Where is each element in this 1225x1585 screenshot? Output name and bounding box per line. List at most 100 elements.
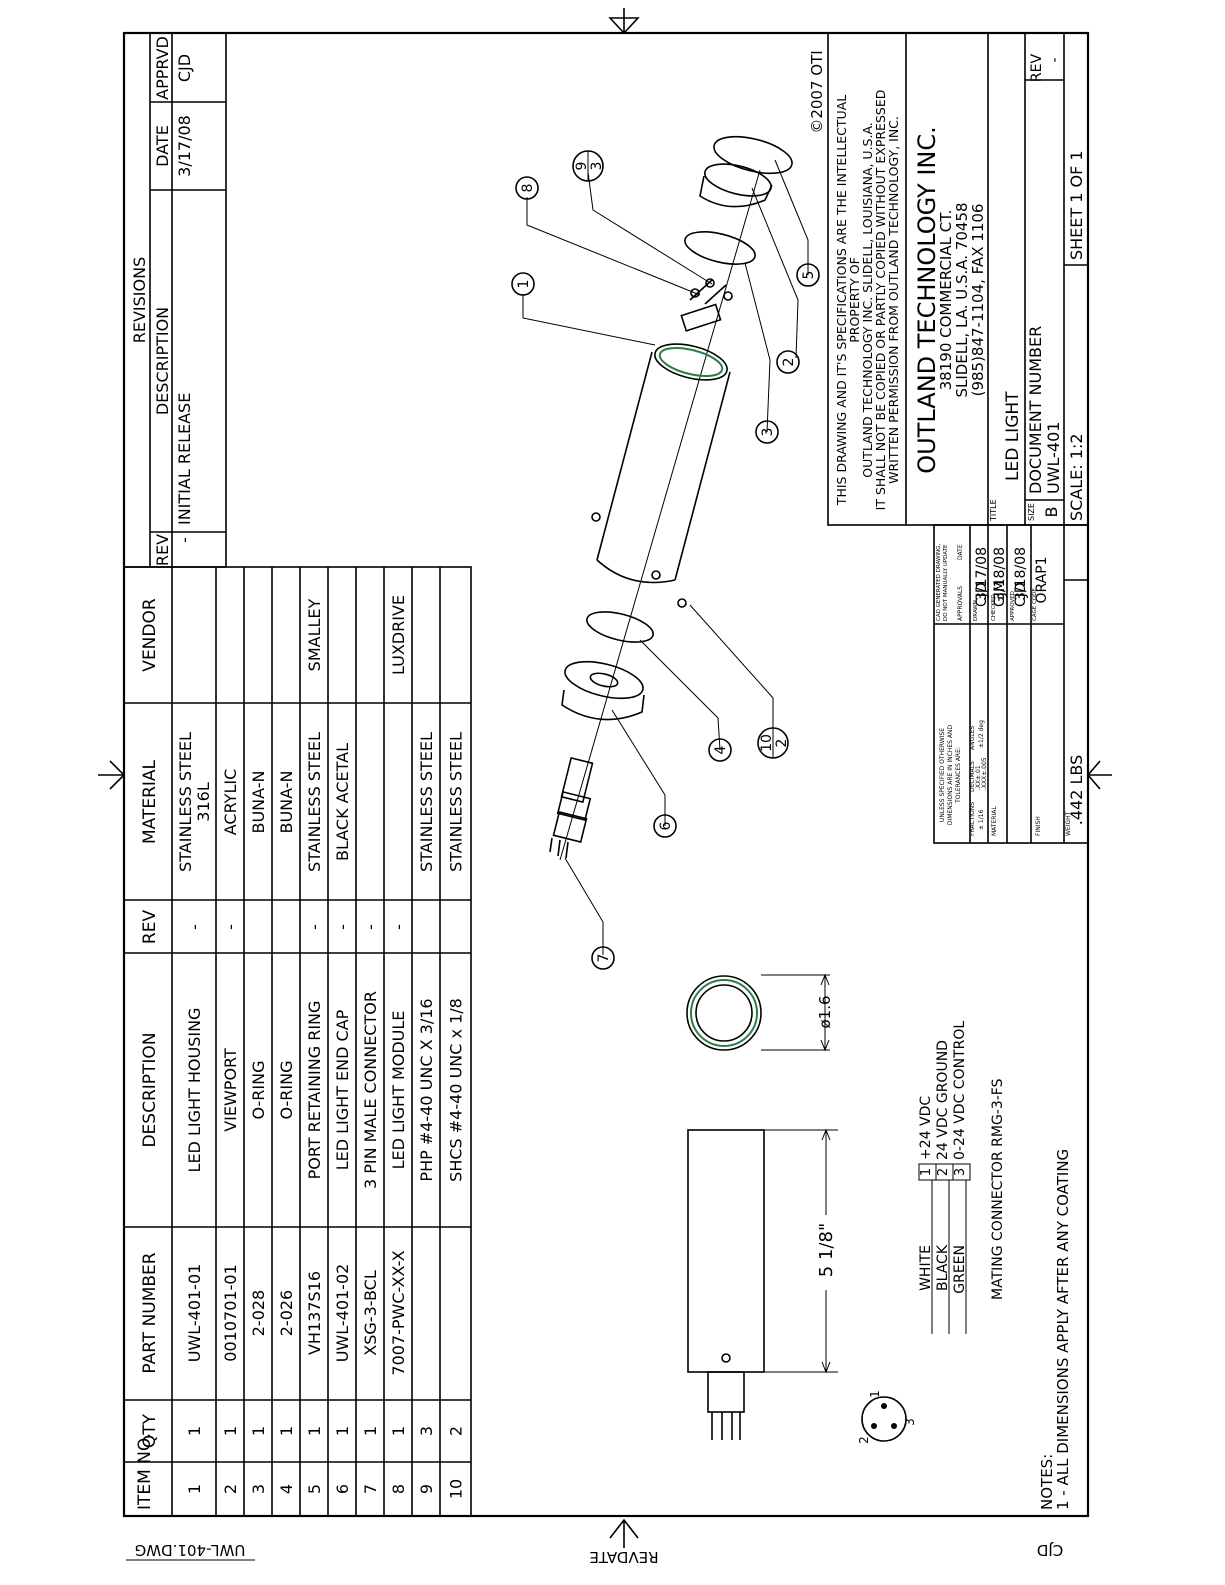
svg-text:MATERIAL: MATERIAL <box>991 806 998 836</box>
bom-table <box>123 566 472 1517</box>
mating-connector: MATING CONNECTOR RMG-3-FS <box>990 1078 1006 1300</box>
approved-by: CJD <box>1013 582 1029 607</box>
bom-qty: 3 <box>417 1426 436 1436</box>
balloon-qty: 2 <box>774 739 790 748</box>
bom-material: ACRYLIC <box>221 769 240 836</box>
item-balloon: 5 <box>796 263 820 287</box>
svg-text:±1/2 deg: ±1/2 deg <box>978 720 985 748</box>
balloon-qty: 3 <box>589 162 605 171</box>
svg-text:ANGLES: ANGLES <box>969 726 976 750</box>
drawn-by: CJD <box>974 582 990 607</box>
tolerance-block: UNLESS SPECIFIED OTHERWISE DIMENSIONS AR… <box>939 720 1072 836</box>
bom-material: BUNA-N <box>277 771 296 834</box>
wire-color: WHITE <box>918 1245 934 1291</box>
end-view <box>686 973 830 1052</box>
svg-text:.XX±.01: .XX±.01 <box>975 765 982 790</box>
wire-pin: 2 <box>936 1168 951 1176</box>
item-balloon: 2 <box>776 350 800 374</box>
bom-header-description: DESCRIPTION <box>140 1032 160 1147</box>
svg-text:APPROVED: APPROVED <box>1010 591 1016 621</box>
rev-header-apprvd: APPRVD <box>153 36 172 100</box>
svg-text:DIMENSIONS ARE IN INCHES AND: DIMENSIONS ARE IN INCHES AND <box>947 725 954 826</box>
bom-qty: 1 <box>333 1426 352 1436</box>
approved-date: 3/18/08 <box>1013 547 1029 601</box>
svg-text:PROPERTY OF: PROPERTY OF <box>847 257 862 343</box>
bom-item-no: 4 <box>277 1484 296 1494</box>
housing-part <box>591 343 731 584</box>
bom-description: O-RING <box>249 1060 268 1119</box>
rev-value: - <box>1047 57 1063 62</box>
pin-2-label: 2 <box>857 1436 871 1444</box>
bom-qty: 1 <box>221 1426 240 1436</box>
filename-label: UWL-401.DWG <box>135 1541 246 1559</box>
sheet-value: SHEET 1 OF 1 <box>1067 150 1086 260</box>
bom-part-number: UWL-401-02 <box>333 1264 352 1363</box>
bom-part-number: VH137S16 <box>305 1271 324 1355</box>
company-address2: SLIDELL, LA. U.S.A. 70458 <box>953 202 971 397</box>
drawn-date: 3/17/08 <box>974 547 990 601</box>
doc-number-label: DOCUMENT NUMBER <box>1026 326 1045 494</box>
item-balloon: 4 <box>708 738 732 762</box>
initials-label: CJD <box>1037 1541 1063 1559</box>
bom-rev: - <box>185 924 204 930</box>
bom-part-number: UWL-401-01 <box>185 1264 204 1363</box>
rev-header-description: DESCRIPTION <box>153 307 172 415</box>
bom-material: STAINLESS STEEL <box>447 732 466 872</box>
balloon-number: 8 <box>520 184 536 193</box>
wiring-lines <box>918 1163 971 1334</box>
bom-vendor: SMALLEY <box>305 598 324 671</box>
svg-text:WEIGHT: WEIGHT <box>1065 811 1072 836</box>
o-ring-4 <box>586 611 654 643</box>
svg-text:OUTLAND TECHNOLOGY INC. SLIDEL: OUTLAND TECHNOLOGY INC. SLIDELL, LOUISIA… <box>860 122 875 478</box>
wire-signal: 0-24 VDC CONTROL <box>952 1021 968 1160</box>
balloon-number: 6 <box>658 821 674 830</box>
bom-description: LED LIGHT MODULE <box>389 1011 408 1170</box>
notes-line-1: 1 - ALL DIMENSIONS APPLY AFTER ANY COATI… <box>1054 1149 1072 1510</box>
retaining-ring <box>713 135 793 175</box>
revisions-title: REVISIONS <box>130 257 149 343</box>
revdate-label: REVDATE <box>589 1548 658 1566</box>
svg-text:DATE: DATE <box>957 544 964 560</box>
end-cap-part <box>561 660 645 721</box>
bom-rev: - <box>333 924 352 930</box>
balloon-number: 5 <box>801 271 817 280</box>
bom-item-no: 1 <box>185 1484 204 1494</box>
bom-rev: - <box>361 924 380 930</box>
svg-text:DO NOT MANUALLY UPDATE: DO NOT MANUALLY UPDATE <box>943 544 949 621</box>
bom-item-no: 9 <box>417 1484 436 1494</box>
svg-text:THIS DRAWING AND IT'S SPECIFIC: THIS DRAWING AND IT'S SPECIFICATIONS ARE… <box>834 95 849 506</box>
bom-description: LED LIGHT HOUSING <box>185 1008 204 1173</box>
rev-label: REV <box>1029 54 1045 83</box>
bom-material: BUNA-N <box>249 771 268 834</box>
bom-vendor: LUXDRIVE <box>389 595 408 675</box>
balloon-number: 2 <box>781 358 797 367</box>
company-address1: 38190 COMMERCIAL CT. <box>937 210 955 391</box>
svg-text:WRITTEN PERMISSION FROM OUTLAN: WRITTEN PERMISSION FROM OUTLAND TECHNOLO… <box>886 116 901 484</box>
cage-code: ORAP1 <box>1034 556 1050 603</box>
balloon-number: 1 <box>516 280 532 289</box>
size-value: B <box>1042 507 1061 518</box>
bom-description: SHCS #4-40 UNC x 1/8 <box>447 998 466 1182</box>
bom-header-rev: REV <box>140 910 160 945</box>
svg-text:IT SHALL NOT BE COPIED OR PART: IT SHALL NOT BE COPIED OR PARTLY COPIED … <box>873 90 888 511</box>
size-label: SIZE <box>1027 503 1036 521</box>
notes-heading: NOTES: <box>1038 1454 1056 1510</box>
side-view <box>687 1129 765 1440</box>
bom-material: STAINLESS STEEL <box>176 732 195 872</box>
svg-text:APPROVALS: APPROVALS <box>957 586 964 621</box>
revisions-table <box>123 32 227 568</box>
svg-text:DECIMALS: DECIMALS <box>969 761 976 792</box>
scale-value: SCALE: 1:2 <box>1067 433 1086 521</box>
connector-part <box>549 756 594 859</box>
rev-row-date: 3/17/08 <box>175 115 194 177</box>
